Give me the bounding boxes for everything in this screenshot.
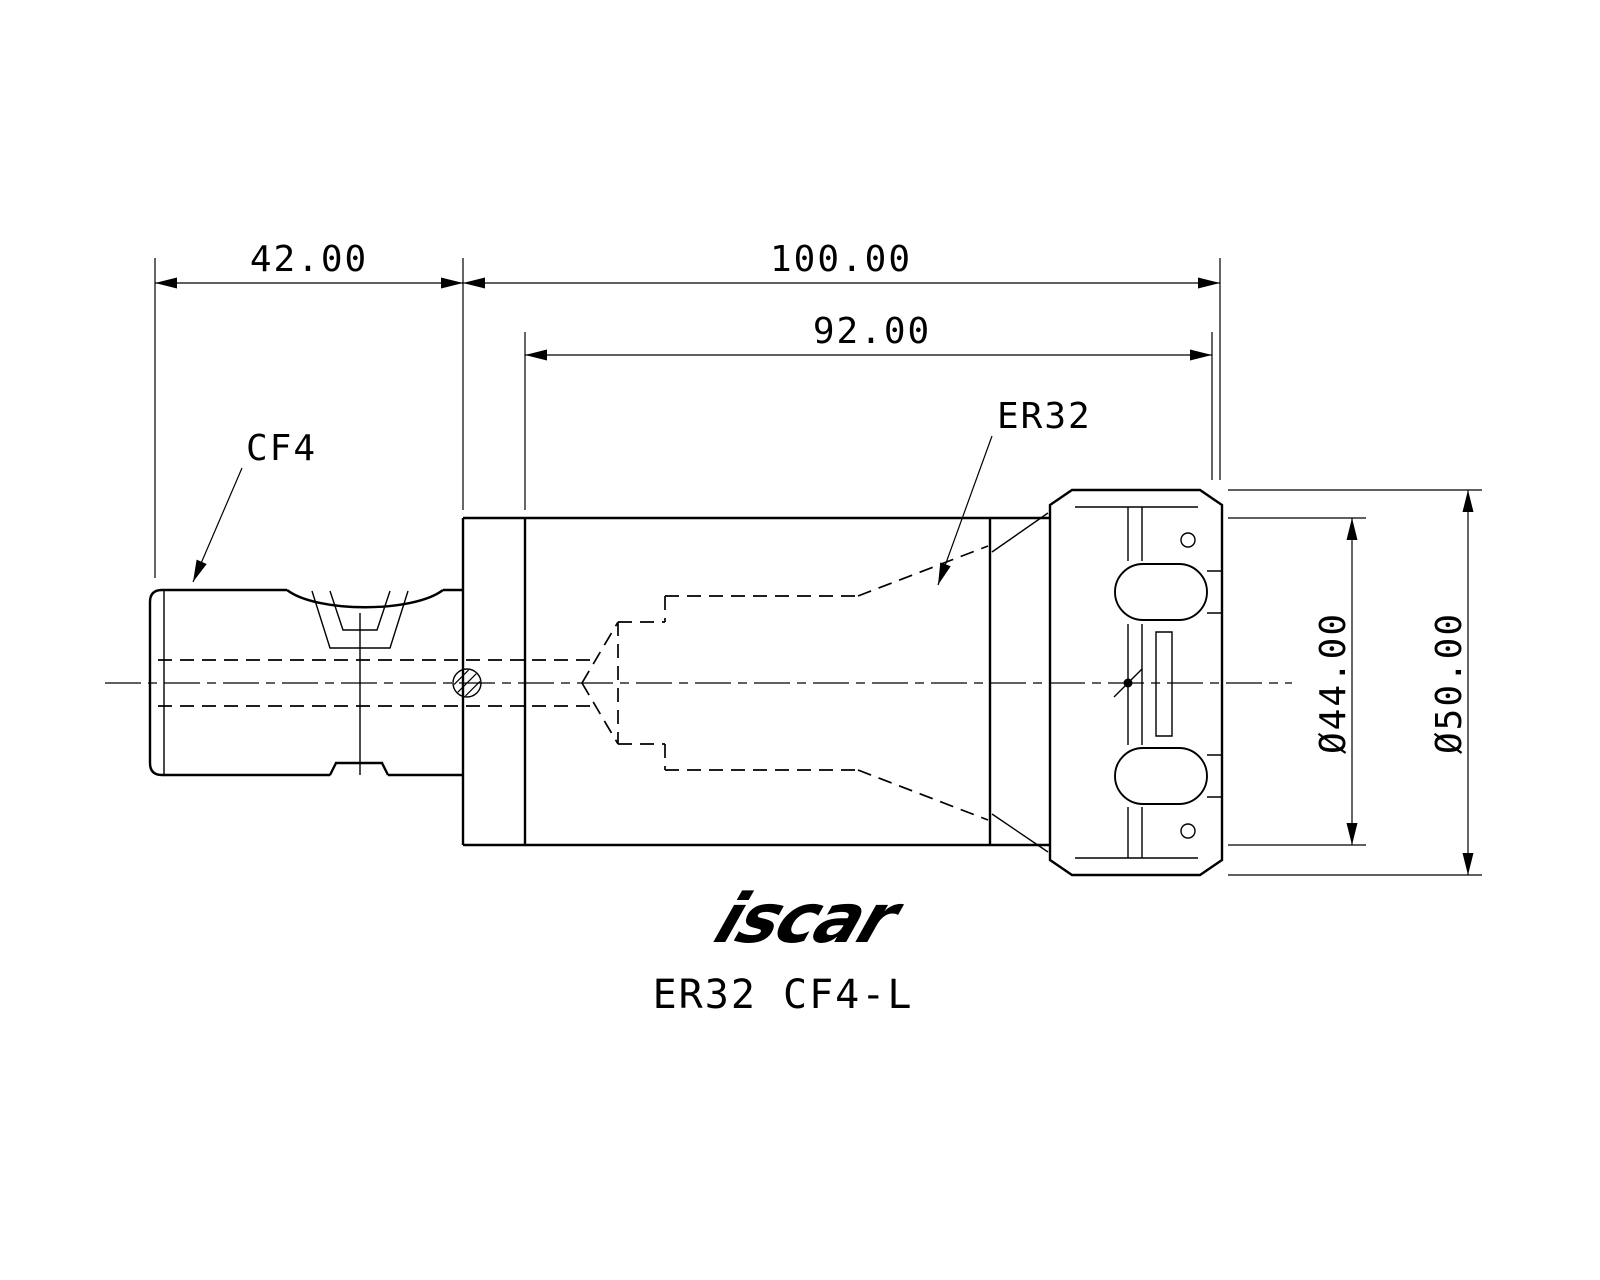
label-cf4: CF4 (192, 428, 317, 583)
dimension-92-value: 92.00 (813, 311, 931, 352)
hidden-bore-lines (158, 545, 989, 821)
nut-outline (1048, 488, 1224, 877)
label-cf4-arrow (193, 559, 207, 582)
nut-ball-bottom (1180, 823, 1196, 839)
dimension-dia50-lines (1228, 489, 1482, 876)
iscar-logo-text: iscar (705, 879, 914, 958)
dimension-42-value: 42.00 (250, 239, 368, 280)
label-er32: ER32 (937, 396, 1092, 586)
dimension-nut-diameter: Ø50.00 (1228, 489, 1482, 876)
shank-outline (148, 588, 463, 777)
dimension-42-lines (154, 258, 464, 578)
nut-wrench-slot-top (1114, 563, 1208, 621)
pin-section-hatch (452, 668, 482, 698)
label-cf4-text: CF4 (246, 428, 317, 469)
body-cone-lines (991, 512, 1049, 853)
pin-hatch-lines (454, 670, 480, 696)
iscar-logo: iscar (705, 879, 914, 958)
dimension-overall-length: 100.00 (463, 239, 1221, 480)
dimension-100-value: 100.00 (770, 239, 912, 280)
dimension-dia44-lines (1228, 517, 1366, 846)
dimension-shank-length: 42.00 (154, 239, 464, 578)
dimension-100-lines (463, 258, 1221, 480)
label-er32-leader (937, 435, 993, 586)
nut-ball-top (1180, 532, 1196, 548)
nut-wrench-slot-bottom (1114, 747, 1208, 805)
pin-circle (452, 668, 482, 698)
flange-outline (461, 516, 527, 847)
dimension-body-diameter: Ø44.00 (1228, 517, 1366, 846)
shank-groove-details (163, 590, 409, 775)
label-er32-text: ER32 (997, 396, 1092, 437)
dimension-dia50-value: Ø50.00 (1429, 612, 1470, 754)
label-er32-arrow (938, 562, 951, 585)
dimension-dia44-value: Ø44.00 (1313, 612, 1354, 754)
dimension-92-lines (524, 332, 1213, 510)
dimension-body-length: 92.00 (524, 311, 1213, 510)
nut-center-mark (1123, 678, 1133, 688)
model-designation: ER32 CF4-L (653, 972, 914, 1018)
